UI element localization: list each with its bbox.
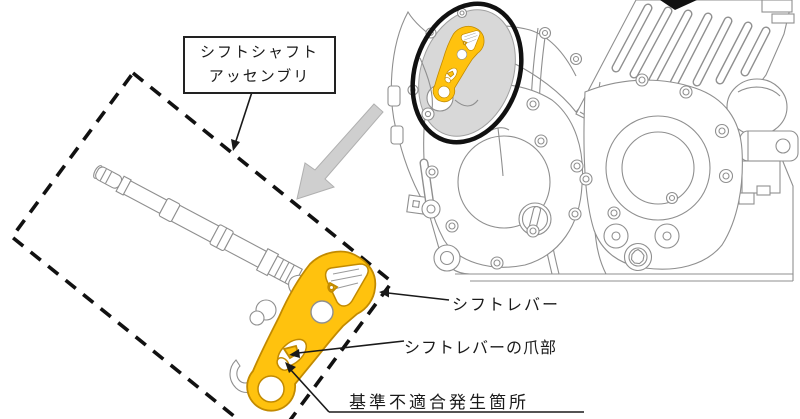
assembly-label-line2: アッセンブリ — [208, 69, 311, 85]
dashed-detail-box — [9, 70, 395, 419]
nonconformity-location-label: 基準不適合発生箇所 — [349, 393, 529, 412]
cooling-fins — [611, 3, 771, 88]
callout-ellipse — [410, 1, 524, 145]
right-engine-cover — [583, 79, 743, 270]
shift-lever-claw-label: シフトレバーの爪部 — [404, 340, 558, 357]
assembly-label-line1: シフトシャフト — [199, 45, 319, 61]
assembly-label-box: シフトシャフト アッセンブリ — [183, 36, 336, 94]
leader-lines — [231, 91, 584, 413]
magnify-callout-arrow — [296, 103, 384, 200]
callout-ellipse-group — [407, 7, 516, 137]
pointer-mark — [660, 0, 697, 10]
shift-lever-label: シフトレバー — [452, 297, 561, 314]
shift-shaft — [93, 165, 303, 288]
engine-plugs — [433, 223, 680, 272]
